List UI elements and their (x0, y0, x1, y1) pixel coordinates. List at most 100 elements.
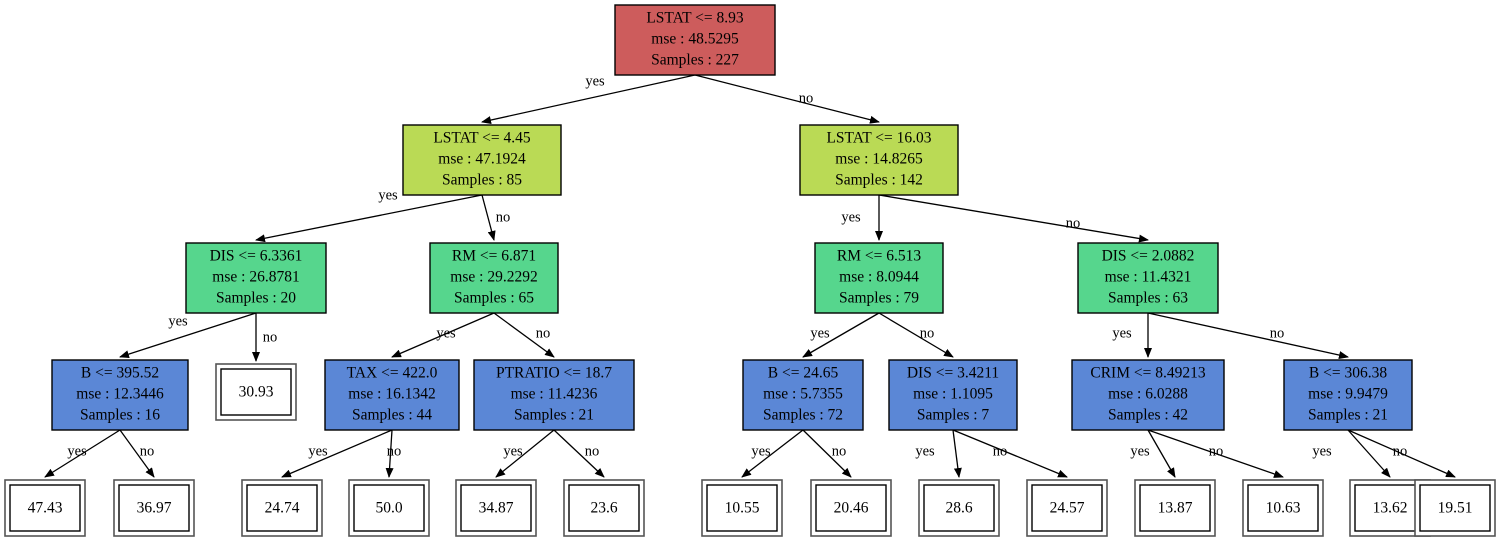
edge-label-no: no (920, 325, 935, 341)
node-box (742, 359, 864, 431)
tree-edge (802, 429, 852, 478)
tree-leaf[interactable]: 28.6 (918, 479, 1000, 537)
node-condition: RM <= 6.513 (837, 248, 921, 265)
tree-edge (493, 312, 555, 358)
edge-label-yes: yes (751, 443, 771, 459)
node-box (614, 4, 776, 76)
node-condition: LSTAT <= 4.45 (433, 130, 531, 147)
node-samples: Samples : 63 (1108, 290, 1188, 307)
node-mse: mse : 6.0288 (1108, 386, 1188, 403)
leaf-value: 24.57 (1050, 500, 1085, 517)
edge-label-no: no (536, 325, 551, 341)
node-box (1071, 359, 1225, 431)
edge-label-no: no (496, 209, 511, 225)
tree-leaf[interactable]: 47.43 (4, 479, 86, 537)
tree-leaf[interactable]: 50.0 (348, 479, 430, 537)
tree-leaf[interactable]: 13.87 (1134, 479, 1216, 537)
node-samples: Samples : 85 (442, 172, 522, 189)
tree-edge (1147, 429, 1176, 478)
tree-leaf[interactable]: 24.57 (1026, 479, 1108, 537)
leaf-inner-border (246, 484, 318, 532)
node-mse: mse : 14.8265 (835, 151, 923, 168)
node-condition: PTRATIO <= 18.7 (496, 365, 612, 382)
edge-label-yes: yes (1112, 325, 1132, 341)
leaf-inner-border (9, 484, 81, 532)
tree-leaf[interactable]: 24.74 (241, 479, 323, 537)
node-samples: Samples : 65 (454, 290, 534, 307)
node-samples: Samples : 21 (514, 407, 594, 424)
tree-leaf[interactable]: 23.6 (563, 479, 645, 537)
leaf-value: 13.62 (1373, 500, 1408, 517)
node-mse: mse : 8.0944 (839, 269, 919, 286)
tree-leaf[interactable]: 34.87 (455, 479, 537, 537)
leaf-inner-border (353, 484, 425, 532)
node-samples: Samples : 142 (835, 172, 923, 189)
tree-leaf[interactable]: 10.63 (1242, 479, 1324, 537)
node-box (799, 124, 959, 196)
tree-edge (1147, 312, 1349, 359)
node-mse: mse : 11.4236 (511, 386, 598, 403)
node-box (1077, 242, 1219, 314)
edge-label-yes: yes (1312, 443, 1332, 459)
edge-label-yes: yes (585, 73, 605, 89)
edge-label-yes: yes (67, 443, 87, 459)
node-samples: Samples : 16 (80, 407, 160, 424)
node-condition: CRIM <= 8.49213 (1090, 365, 1205, 382)
edge-label-yes: yes (378, 187, 398, 203)
node-samples: Samples : 42 (1108, 407, 1188, 424)
tree-leaf[interactable]: 10.55 (701, 479, 783, 537)
edge-label-yes: yes (1130, 443, 1150, 459)
edge-label-yes: yes (503, 443, 523, 459)
node-mse: mse : 1.1095 (913, 386, 993, 403)
tree-edge (385, 429, 394, 478)
edge-label-no: no (263, 329, 278, 345)
leaf-inner-border (815, 484, 887, 532)
tree-leaf[interactable]: 36.97 (113, 479, 195, 537)
leaf-value: 20.46 (834, 500, 869, 517)
tree-leaf[interactable]: 20.46 (810, 479, 892, 537)
leaf-value: 23.6 (590, 500, 617, 517)
node-mse: mse : 9.9479 (1308, 386, 1388, 403)
tree-edge (741, 429, 804, 478)
edge-label-yes: yes (168, 313, 188, 329)
leaf-value: 47.43 (28, 500, 63, 517)
node-condition: RM <= 6.871 (452, 248, 536, 265)
tree-edge (1347, 429, 1391, 478)
tree-edge (391, 312, 495, 358)
node-mse: mse : 5.7355 (763, 386, 843, 403)
edges-layer (44, 74, 1456, 478)
leaf-value: 24.74 (265, 500, 300, 517)
tree-edge (878, 312, 954, 358)
leaf-value: 34.87 (479, 500, 514, 517)
tree-leaf[interactable]: 30.93 (215, 363, 297, 421)
tree-leaf[interactable]: 19.51 (1414, 479, 1496, 537)
edge-label-yes: yes (436, 325, 456, 341)
edge-label-yes: yes (841, 209, 861, 225)
node-samples: Samples : 7 (917, 407, 990, 424)
node-box (429, 242, 559, 314)
node-mse: mse : 26.8781 (212, 269, 299, 286)
node-condition: B <= 306.38 (1309, 365, 1387, 382)
node-mse: mse : 47.1924 (438, 151, 526, 168)
node-samples: Samples : 44 (352, 407, 432, 424)
node-condition: LSTAT <= 8.93 (646, 10, 744, 27)
node-samples: Samples : 79 (839, 290, 919, 307)
tree-edge (119, 429, 155, 478)
tree-edge (255, 194, 483, 243)
leaf-inner-border (1247, 484, 1319, 532)
